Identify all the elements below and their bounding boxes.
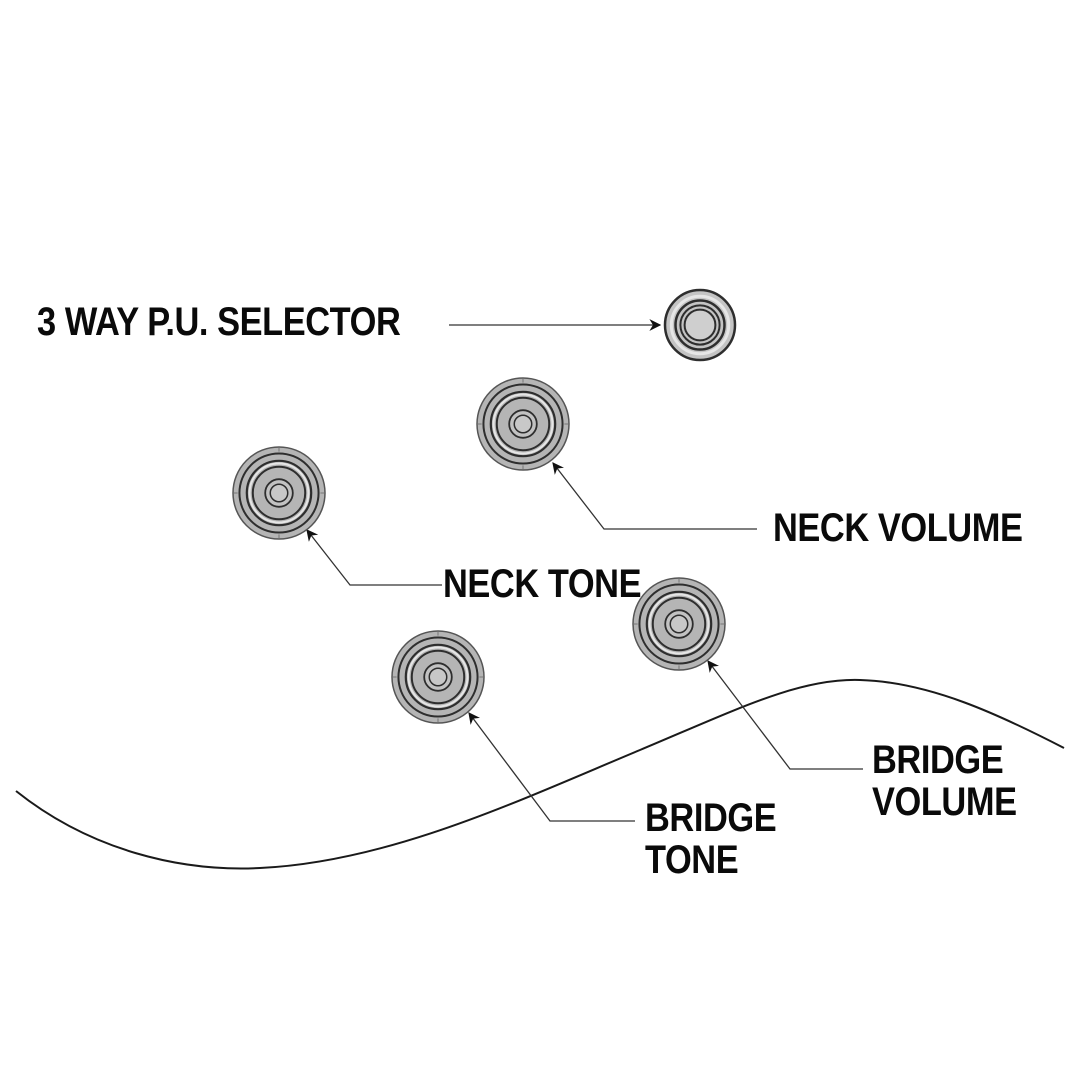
- label-bridge-volume-line2: VOLUME: [872, 780, 1017, 824]
- label-bridge-tone-line2: TONE: [645, 838, 739, 882]
- leader-lines: [306, 319, 863, 822]
- knob-ring: [495, 396, 551, 452]
- body-outline: [15, 678, 1065, 870]
- knob-ring: [489, 390, 557, 458]
- knob-cap: [669, 614, 689, 634]
- knob-icon-bridge-tone: [391, 630, 485, 724]
- knob-icon-bridge-volume: [632, 577, 726, 671]
- knob-ring: [251, 465, 307, 521]
- knob-ring: [482, 383, 564, 465]
- label-selector-text: 3 WAY P.U. SELECTOR: [37, 300, 401, 344]
- leader-bridge-volume: [707, 660, 863, 770]
- knob-highlight-ring: [492, 393, 554, 455]
- switch-ring: [679, 304, 721, 346]
- label-bridge-volume: BRIDGE VOLUME: [872, 739, 1017, 823]
- knob-ring: [410, 649, 466, 705]
- knob-cap: [428, 667, 448, 687]
- knob-cap: [513, 414, 533, 434]
- knob-highlight-ring: [248, 462, 310, 524]
- switch-ring: [674, 299, 726, 351]
- label-neck-volume: NECK VOLUME: [773, 506, 1023, 550]
- knob-ring: [238, 452, 320, 534]
- switch-highlight-ring: [669, 294, 731, 356]
- switch-tip: [683, 308, 717, 342]
- knob-ring: [397, 636, 479, 718]
- knob-ring: [645, 590, 713, 658]
- label-neck-tone: NECK TONE: [443, 562, 642, 606]
- knob-highlight-ring: [648, 593, 710, 655]
- label-bridge-volume-line1: BRIDGE: [872, 738, 1004, 782]
- leader-bridge-tone: [468, 712, 635, 822]
- knob-ring: [245, 459, 313, 527]
- label-selector: 3 WAY P.U. SELECTOR: [37, 300, 401, 344]
- knob-icon-neck-volume: [476, 377, 570, 471]
- leader-neck-volume: [552, 462, 757, 530]
- leader-neck-tone: [306, 529, 442, 586]
- label-neck-volume-text: NECK VOLUME: [773, 506, 1023, 550]
- knob-ring: [651, 596, 707, 652]
- knob-cap: [269, 483, 289, 503]
- knob-ring: [404, 643, 472, 711]
- knob-icon-neck-tone: [232, 446, 326, 540]
- label-bridge-tone: BRIDGE TONE: [645, 796, 777, 882]
- selector-switch-icon-selector: [663, 288, 737, 362]
- knob-ring: [638, 583, 720, 665]
- knob-highlight-ring: [407, 646, 469, 708]
- label-bridge-tone-line1: BRIDGE: [645, 796, 777, 840]
- label-neck-tone-text: NECK TONE: [443, 562, 642, 606]
